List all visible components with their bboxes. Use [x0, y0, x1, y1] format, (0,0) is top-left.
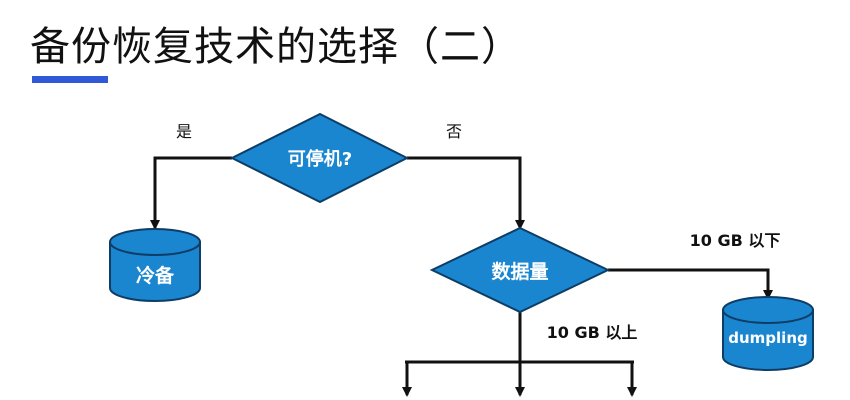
storage-cold-backup: 冷备	[109, 228, 201, 302]
edge-under-10gb-label: 10 GB 以下	[690, 231, 781, 250]
title-accent-bar	[32, 76, 108, 83]
edge-yes-label: 是	[176, 122, 192, 141]
edge-no-line	[407, 156, 525, 230]
slide-title: 备份恢复技术的选择（二）	[30, 24, 522, 70]
edge-yes-line	[150, 156, 232, 230]
storage-dumpling: dumpling	[722, 296, 814, 371]
decision-can-stop-label: 可停机?	[288, 148, 352, 170]
decision-data-size: 数据量	[429, 226, 611, 314]
storage-dumpling-label: dumpling	[728, 329, 807, 347]
storage-cold-backup-label: 冷备	[136, 264, 175, 287]
decision-data-size-label: 数据量	[491, 260, 548, 283]
edge-no-label: 否	[446, 122, 462, 141]
decision-can-stop: 可停机?	[229, 112, 410, 204]
edge-over-10gb-label: 10 GB 以上	[547, 323, 638, 342]
edge-under-10gb-line	[608, 268, 773, 300]
